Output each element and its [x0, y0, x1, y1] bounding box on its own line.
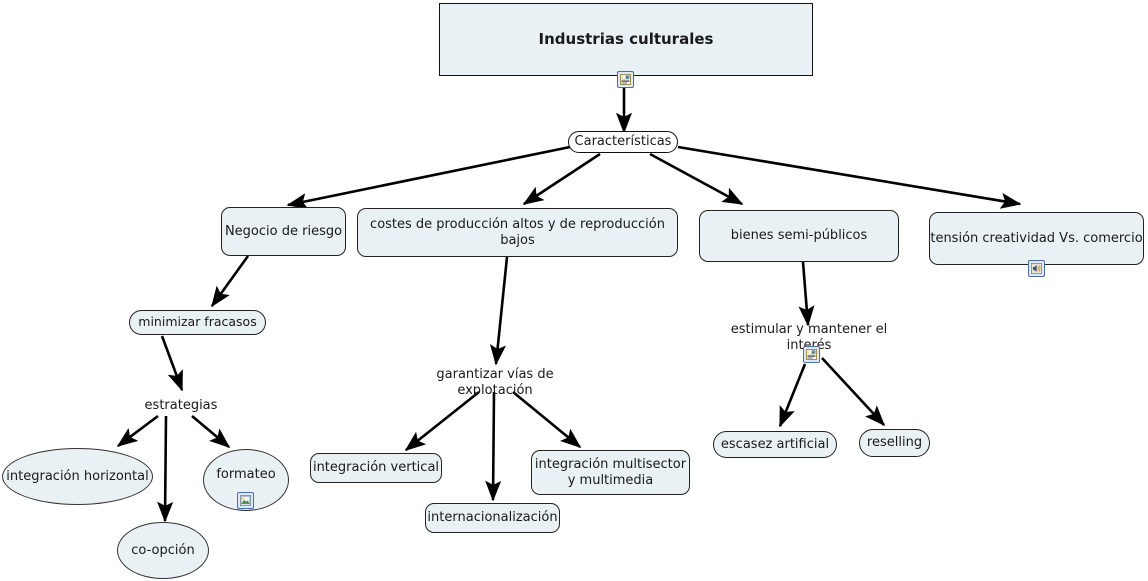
node-estrategias[interactable]: estrategias: [124, 396, 238, 415]
node-caracteristicas[interactable]: Características: [568, 131, 678, 153]
edge-minimizar-estrategias: [160, 335, 184, 392]
edge-negocio-minimizar: [210, 255, 250, 308]
node-label: Negocio de riesgo: [224, 223, 343, 239]
node-label: garantizar vías de explotación: [436, 367, 554, 398]
document-icon[interactable]: [617, 71, 634, 88]
node-industrias-culturales[interactable]: Industrias culturales: [439, 3, 813, 76]
node-label: integración horizontal: [6, 468, 149, 484]
document-icon[interactable]: [803, 346, 820, 363]
edge-caracteristicas-tension: [677, 145, 1022, 209]
edge-estimular-reselling: [821, 357, 886, 427]
node-minimizar-fracasos[interactable]: minimizar fracasos: [129, 310, 266, 335]
node-integracion-vertical[interactable]: integración vertical: [310, 453, 442, 483]
edge-bienes-estimular: [798, 261, 815, 327]
image-icon[interactable]: [237, 492, 254, 509]
node-reselling[interactable]: reselling: [859, 429, 930, 457]
node-negocio-de-riesgo[interactable]: Negocio de riesgo: [221, 207, 346, 256]
node-internacionalizacion[interactable]: internacionalización: [425, 503, 560, 533]
node-escasez-artificial[interactable]: escasez artificial: [713, 431, 837, 458]
edge-estrategias-coopcion: [157, 415, 174, 523]
sound-icon[interactable]: [1028, 260, 1045, 277]
node-integracion-multisector[interactable]: integración multisector y multimedia: [531, 450, 690, 495]
node-label: tensión creatividad Vs. comercio: [930, 230, 1143, 246]
node-tension-creatividad[interactable]: tensión creatividad Vs. comercio: [929, 212, 1144, 265]
edge-garantizar-multisector: [512, 390, 582, 449]
node-label: Características: [574, 134, 672, 150]
edge-garantizar-internacionalizacion: [485, 391, 502, 502]
edge-caracteristicas-costes: [522, 152, 601, 206]
node-label: co-opción: [131, 542, 195, 558]
node-label: integración multisector y multimedia: [534, 457, 687, 488]
node-integracion-horizontal[interactable]: integración horizontal: [2, 448, 153, 505]
node-label: integración vertical: [312, 460, 440, 476]
node-label: costes de producción altos y de reproduc…: [370, 217, 665, 248]
node-label: Industrias culturales: [538, 29, 714, 48]
node-co-opcion[interactable]: co-opción: [117, 522, 209, 579]
edge-caracteristicas-bienes: [649, 152, 744, 206]
edge-caracteristicas-negocio: [286, 145, 571, 210]
node-estimular-interes[interactable]: estimular y mantener el interés: [711, 322, 907, 352]
edge-estrategias-horizontal: [116, 414, 159, 448]
node-formateo[interactable]: formateo: [203, 449, 289, 511]
edge-estimular-escasez: [778, 363, 807, 428]
node-label: escasez artificial: [720, 436, 830, 452]
edge-garantizar-vertical: [404, 390, 480, 452]
edge-estrategias-formateo: [191, 415, 231, 449]
node-label: bienes semi-públicos: [730, 228, 868, 244]
node-costes-produccion[interactable]: costes de producción altos y de reproduc…: [357, 208, 678, 257]
node-label: estrategias: [144, 397, 218, 413]
node-label: estimular y mantener el interés: [730, 322, 888, 353]
node-label: internacionalización: [427, 510, 558, 526]
node-label: minimizar fracasos: [138, 314, 257, 330]
node-garantizar-vias[interactable]: garantizar vías de explotación: [400, 367, 590, 397]
node-bienes-semi-publicos[interactable]: bienes semi-públicos: [699, 210, 899, 262]
node-label: reselling: [866, 435, 923, 451]
node-label: formateo: [216, 467, 276, 482]
edge-costes-garantizar: [489, 256, 509, 366]
